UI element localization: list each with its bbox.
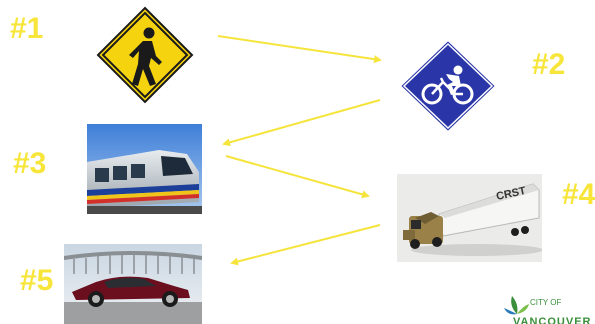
logo-line-2: VANCOUVER <box>513 316 592 324</box>
step-number-3: #3 <box>13 147 47 180</box>
step-number-1: #1 <box>10 12 44 45</box>
logo-line-1: CITY OF <box>530 298 562 307</box>
arrow-1-to-2 <box>217 35 382 64</box>
bicycle-sign-icon <box>398 38 498 134</box>
pedestrian-sign-icon <box>96 6 194 104</box>
step-number-4: #4 <box>562 178 595 211</box>
arrow-2-to-3 <box>222 99 381 147</box>
city-of-vancouver-logo: CITY OF VANCOUVER <box>497 292 595 324</box>
step-number-2: #2 <box>532 48 566 81</box>
leaf-logo-icon <box>504 296 529 315</box>
arrow-3-to-4 <box>225 155 370 199</box>
arrow-4-to-5 <box>230 224 381 266</box>
step-number-5: #5 <box>20 264 54 297</box>
car-photo <box>64 244 202 324</box>
skytrain-photo <box>87 124 202 214</box>
semi-truck-photo: CRST <box>397 174 542 262</box>
